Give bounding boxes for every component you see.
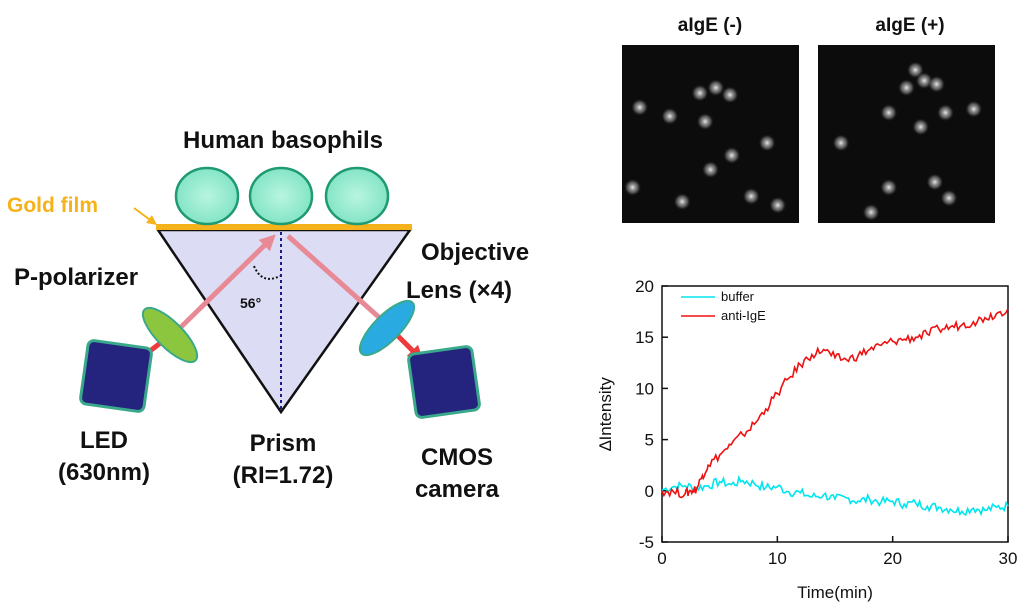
gold-film-label: Gold film <box>7 194 98 217</box>
image-right-spots <box>832 60 983 222</box>
polarizer-lens <box>141 306 199 364</box>
objective-label-line1: Objective <box>421 239 529 266</box>
prism <box>155 228 413 415</box>
cmos-camera <box>407 345 481 419</box>
angle-label: 56° <box>240 295 261 311</box>
plot-area <box>661 285 1009 543</box>
image-left-spot-1 <box>630 98 649 117</box>
image-right-label: aIgE (+) <box>875 15 944 36</box>
image-left-spot-2 <box>660 107 679 126</box>
legend: buffer anti-IgE <box>681 289 766 323</box>
image-left-spot-9 <box>758 133 777 152</box>
image-left-spot-5 <box>720 85 739 104</box>
image-right-spot-7 <box>911 117 930 136</box>
image-right-spot-3 <box>897 78 916 97</box>
basophil-cell-1 <box>174 166 240 226</box>
legend-label-anti-ige: anti-IgE <box>721 308 766 323</box>
image-left-spot-13 <box>742 187 761 206</box>
gold-film-pointer <box>133 207 158 225</box>
x-axis-title: Time(min) <box>797 583 873 602</box>
image-right-spot-13 <box>862 203 881 222</box>
image-left-spot-10 <box>623 178 642 197</box>
y-tick-label: 10 <box>635 379 654 398</box>
x-tick-label: 30 <box>999 549 1018 568</box>
image-right-spot-10 <box>879 178 898 197</box>
spr-diagram: Human basophils Gold film P-polarizer Ob… <box>7 127 529 503</box>
y-tick-label: -5 <box>639 533 654 552</box>
image-right-spot-5 <box>927 75 946 94</box>
image-left-spot-6 <box>696 112 715 131</box>
image-right-spot-11 <box>925 173 944 192</box>
objective-label-line2: Lens (×4) <box>406 277 512 304</box>
polarizer-label: P-polarizer <box>14 264 138 291</box>
image-right-spot-6 <box>936 103 955 122</box>
basophil-cell-3 <box>324 166 390 226</box>
prism-label-line2: (RI=1.72) <box>233 462 334 489</box>
x-tick-label: 20 <box>883 549 902 568</box>
prism-label-line1: Prism <box>250 430 317 457</box>
microscopy-panel: aIgE (-) aIgE (+) <box>622 15 995 223</box>
legend-label-buffer: buffer <box>721 289 755 304</box>
image-right-spot-9 <box>964 100 983 119</box>
incident-beam-inner <box>178 234 276 330</box>
objective-lens <box>358 299 416 357</box>
x-tick-label: 0 <box>657 549 666 568</box>
camera-label-line1: CMOS <box>421 444 493 471</box>
cells-label: Human basophils <box>183 127 383 154</box>
image-right-spot-12 <box>939 189 958 208</box>
image-left-spot-11 <box>673 192 692 211</box>
image-right <box>818 45 995 223</box>
series-line-buffer <box>661 474 1009 517</box>
image-left-spot-7 <box>722 146 741 165</box>
y-tick-label: 20 <box>635 277 654 296</box>
series-line-anti-ige <box>661 308 1009 499</box>
gold-film <box>156 224 412 230</box>
reflected-beam-inner <box>286 234 384 322</box>
image-left-spot-3 <box>690 84 709 103</box>
image-left-label: aIgE (-) <box>678 15 742 36</box>
image-left <box>622 45 799 223</box>
y-axis-title: ∆Intensity <box>596 377 615 451</box>
image-left-spot-8 <box>701 160 720 179</box>
y-tick-label: 0 <box>645 482 654 501</box>
led-label-line2: (630nm) <box>58 459 150 486</box>
camera-label-line2: camera <box>415 476 500 503</box>
image-left-spot-4 <box>706 78 725 97</box>
y-tick-label: 15 <box>635 328 654 347</box>
y-tick-label: 5 <box>645 431 654 450</box>
series-layer <box>661 308 1009 517</box>
image-right-spot-4 <box>879 103 898 122</box>
x-tick-label: 10 <box>768 549 787 568</box>
led-label-line1: LED <box>80 427 128 454</box>
led-source <box>79 339 153 413</box>
image-right-spot-8 <box>832 133 851 152</box>
image-left-spots <box>623 78 787 215</box>
image-left-spot-12 <box>768 196 787 215</box>
angle-arc <box>253 265 281 280</box>
basophil-cell-2 <box>248 166 314 226</box>
